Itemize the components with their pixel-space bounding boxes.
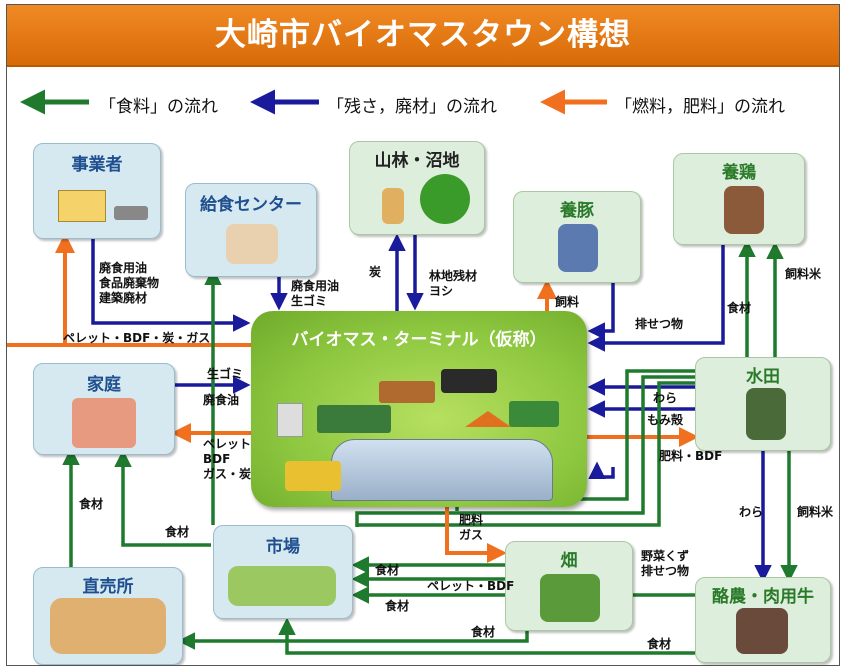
flow-label-business-waste: 廃食用油 食品廃棄物 建築廃材	[99, 261, 160, 305]
flow-label-food-bottom: 食材	[471, 625, 496, 639]
node-chicken-label: 養鶏	[722, 163, 756, 183]
pellet-pile-icon	[465, 411, 511, 427]
terminal-label: バイオマス・ターミナル（仮称）	[291, 330, 547, 350]
chicken-farmer-icon	[724, 186, 764, 234]
node-direct-shop-label: 直売所	[82, 577, 134, 597]
flow-label-pellet-business: ペレット・BDF・炭・ガス	[63, 331, 211, 345]
flow-label-straw-2: わら	[739, 505, 764, 519]
log-pile-icon	[379, 381, 435, 403]
node-chicken: 養鶏	[673, 153, 805, 245]
flow-label-pellet-bdf-field: ペレット・BDF	[427, 579, 515, 593]
node-paddy: 水田	[695, 357, 831, 451]
biomass-terminal: バイオマス・ターミナル（仮称）	[251, 311, 587, 507]
node-market-label: 市場	[266, 537, 300, 557]
node-paddy-label: 水田	[746, 367, 780, 387]
dump-truck-icon	[317, 405, 391, 433]
node-forest-label: 山林・沼地	[374, 151, 460, 171]
flow-label-straw: わら	[653, 391, 678, 405]
flow-label-charcoal: 炭	[369, 265, 382, 279]
tank-icon	[277, 403, 303, 437]
node-pig-label: 養豚	[560, 201, 594, 221]
node-field: 畑	[505, 541, 633, 631]
node-dairy-label: 酪農・肉用牛	[712, 587, 814, 607]
legend-fuel-label: 「燃料，肥料」の流れ	[615, 97, 785, 117]
flow-label-feed-rice-1: 飼料米	[785, 267, 822, 281]
flow-label-feed: 飼料	[555, 295, 580, 309]
flow-label-food-field: 食材	[375, 563, 400, 577]
flow-label-lunch-waste: 廃食用油 生ゴミ	[291, 279, 340, 308]
page-title: 大崎市バイオマスタウン構想	[215, 17, 631, 53]
loader-icon	[285, 461, 341, 491]
flow-label-food-field-2: 食材	[385, 599, 410, 613]
flow-label-food-home: 食材	[79, 497, 104, 511]
diagram-frame: 大崎市バイオマスタウン構想	[6, 4, 840, 666]
flow-label-manure: 排せつ物	[635, 317, 684, 331]
flow-label-pellet-home: ペレット BDF ガス・炭	[203, 437, 252, 481]
flow-label-food-dairy: 食材	[647, 637, 672, 651]
truck-icon	[114, 206, 148, 220]
node-business: 事業者	[33, 143, 161, 239]
flow-label-fertilizer-bdf: 肥料・BDF	[659, 449, 723, 463]
node-home: 家庭	[33, 363, 175, 455]
vegetable-characters-icon	[50, 598, 166, 654]
vegetables-icon	[228, 566, 336, 606]
tree-icon	[420, 174, 470, 224]
legend-food-label: 「食料」の流れ	[99, 97, 218, 117]
flow-label-husk: もみ殻	[647, 413, 684, 427]
flow-label-food-market: 食材	[165, 525, 190, 539]
flow-label-feed-rice-2: 飼料米	[797, 505, 834, 519]
title-bar: 大崎市バイオマスタウン構想	[7, 5, 839, 67]
node-school-lunch: 給食センター	[185, 183, 317, 277]
flow-label-forest-residue: 林地残材 ヨシ	[429, 269, 478, 298]
pig-farmer-icon	[558, 224, 598, 272]
tractor-icon	[441, 369, 497, 393]
conveyor-icon	[509, 401, 559, 427]
node-school-lunch-label: 給食センター	[200, 195, 302, 215]
factory-icon	[58, 190, 106, 222]
legend-waste-label: 「残さ，廃材」の流れ	[327, 97, 497, 117]
worker-icon	[382, 188, 404, 224]
node-market: 市場	[213, 525, 353, 619]
rice-farmer-icon	[746, 388, 786, 440]
flow-label-waste-oil: 廃食油	[203, 393, 240, 407]
flow-label-garbage: 生ゴミ	[207, 367, 244, 381]
node-forest: 山林・沼地	[349, 141, 485, 235]
node-dairy: 酪農・肉用牛	[695, 577, 831, 663]
node-home-label: 家庭	[87, 375, 121, 395]
node-pig: 養豚	[513, 191, 641, 283]
flow-label-food-material-1: 食材	[727, 301, 752, 315]
family-icon	[72, 398, 136, 448]
node-field-label: 畑	[560, 551, 578, 571]
greenhouse-icon	[331, 439, 553, 501]
cattle-icon	[736, 608, 788, 654]
crop-field-icon	[540, 574, 600, 622]
node-business-label: 事業者	[71, 155, 123, 175]
cooks-icon	[226, 224, 278, 264]
flow-label-veg-waste: 野菜くず 排せつ物	[641, 549, 690, 578]
node-direct-shop: 直売所	[33, 567, 183, 665]
flow-label-fertilizer-gas: 肥料 ガス	[459, 513, 484, 542]
